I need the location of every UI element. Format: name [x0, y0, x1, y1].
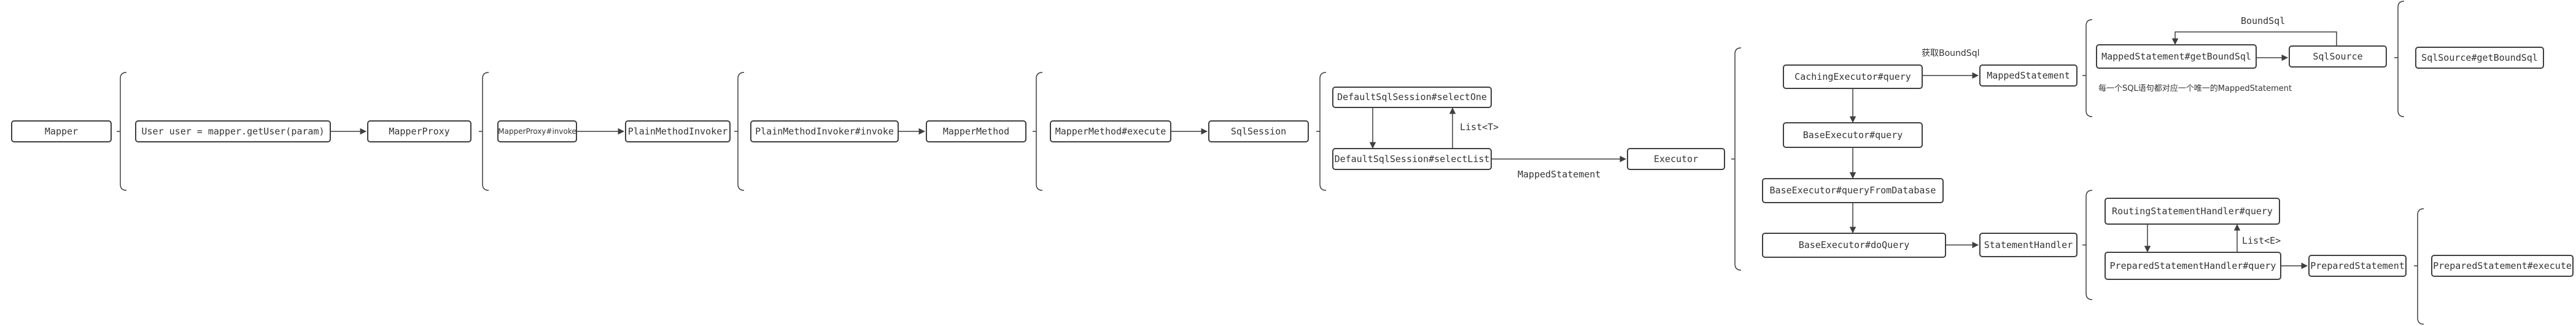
sql-note-label: 每一个SQL语句都对应一个唯一的MappedStatement	[2098, 84, 2292, 93]
list-t-label: List<T>	[1460, 122, 1499, 133]
arrow-boundsql-loop	[2171, 31, 2337, 45]
bracket-10	[2414, 208, 2424, 325]
plain-method-invoker-node: PlainMethodInvoker	[625, 120, 731, 142]
prepared-statement-execute-node: PreparedStatement#execute	[2431, 255, 2574, 277]
user-call-node: User user = mapper.getUser(param)	[135, 120, 331, 142]
executor-node: Executor	[1627, 148, 1725, 170]
bracket-5	[1316, 72, 1327, 191]
mapper-method-node: MapperMethod	[926, 120, 1026, 142]
get-bound-sql-label: 获取BoundSql	[1922, 49, 1980, 58]
prepared-statement-handler-node: PreparedStatementHandler#query	[2105, 252, 2281, 280]
list-e-label: List<E>	[2242, 235, 2281, 246]
ms-get-bound-sql-node: MappedStatement#getBoundSql	[2096, 44, 2257, 69]
mapper-proxy-node: MapperProxy	[367, 120, 471, 142]
default-select-list-node: DefaultSqlSession#selectList	[1332, 148, 1492, 170]
statement-handler-node: StatementHandler	[1979, 233, 2077, 257]
sql-source-get-bound-sql-node: SqlSource#getBoundSql	[2415, 47, 2544, 69]
bracket-8	[2394, 1, 2405, 117]
bracket-2	[479, 72, 489, 191]
routing-statement-handler-node: RoutingStatementHandler#query	[2105, 198, 2280, 225]
sql-session-node: SqlSession	[1208, 120, 1309, 142]
mapped-statement-edge-label: MappedStatement	[1518, 169, 1601, 180]
prepared-statement-node: PreparedStatement	[2308, 255, 2407, 277]
bracket-4	[1033, 72, 1043, 191]
base-executor-query-node: BaseExecutor#query	[1783, 122, 1923, 148]
mapped-statement-node: MappedStatement	[1979, 64, 2077, 87]
bracket-1	[117, 72, 127, 191]
bracket-6	[1731, 47, 1742, 271]
bracket-7	[2082, 19, 2093, 117]
pmi-invoke-node: PlainMethodInvoker#invoke	[750, 120, 899, 142]
default-select-one-node: DefaultSqlSession#selectOne	[1332, 87, 1492, 108]
bracket-3	[734, 72, 745, 191]
mapper-method-execute-node: MapperMethod#execute	[1050, 120, 1171, 142]
base-executor-doquery-node: BaseExecutor#doQuery	[1762, 233, 1946, 258]
mapper-node: Mapper	[11, 120, 112, 142]
mapper-proxy-invoke-node: MapperProxy#invoke	[497, 120, 577, 142]
bracket-9	[2082, 190, 2093, 300]
base-executor-qfdb-node: BaseExecutor#queryFromDatabase	[1762, 178, 1944, 203]
bound-sql-label: BoundSql	[2241, 15, 2286, 26]
sql-source-node: SqlSource	[2289, 45, 2387, 68]
caching-executor-query-node: CachingExecutor#query	[1783, 64, 1923, 89]
